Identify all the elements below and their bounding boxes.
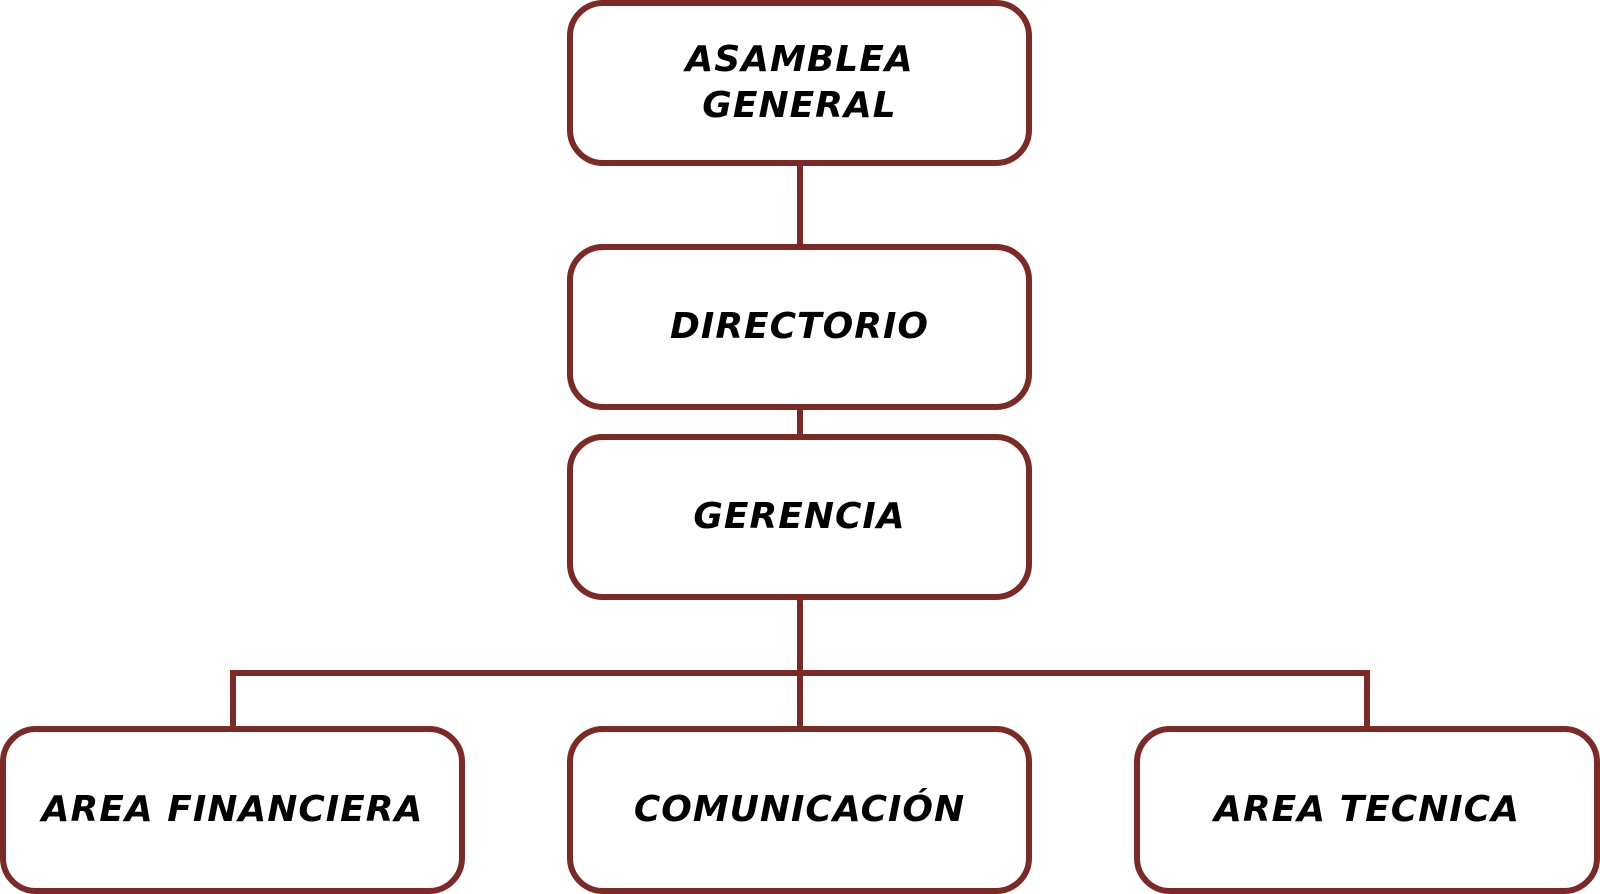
node-asamblea-general: ASAMBLEA GENERAL [567,0,1032,166]
node-directorio: DIRECTORIO [567,244,1032,410]
node-label-area-tecnica: AREA TECNICA [1214,789,1520,830]
node-comunicacion: COMUNICACIÓN [567,726,1032,894]
node-label-asamblea-general: ASAMBLEA GENERAL [685,39,914,126]
node-gerencia: GERENCIA [567,434,1032,600]
node-label-area-financiera: AREA FINANCIERA [41,789,424,830]
node-label-directorio: DIRECTORIO [670,306,929,347]
node-label-comunicacion: COMUNICACIÓN [633,789,966,830]
node-label-gerencia: GERENCIA [693,496,906,537]
node-area-financiera: AREA FINANCIERA [0,726,465,894]
node-area-tecnica: AREA TECNICA [1134,726,1600,894]
